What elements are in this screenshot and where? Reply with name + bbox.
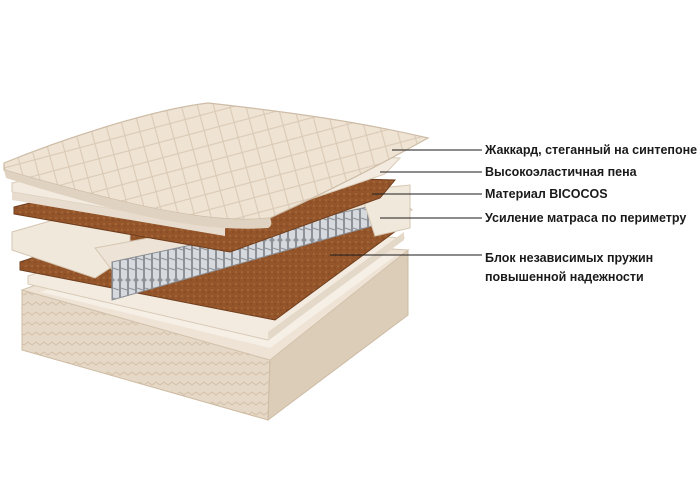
label-high-elastic-foam: Высокоэластичная пена xyxy=(485,165,637,179)
label-bicocos: Материал BICOCOS xyxy=(485,187,608,201)
label-spring-block-line2: повышенной надежности xyxy=(485,270,644,284)
label-jacquard: Жаккард, стеганный на синтепоне xyxy=(485,143,698,157)
label-spring-block-line1: Блок независимых пружин xyxy=(485,251,654,265)
quilted-jacquard-top xyxy=(3,102,430,229)
label-spring-block: Блок независимых пружин повышенной надеж… xyxy=(485,249,653,287)
label-perimeter-reinforcement: Усиление матраса по периметру xyxy=(485,211,687,225)
callout-lines xyxy=(330,149,482,256)
